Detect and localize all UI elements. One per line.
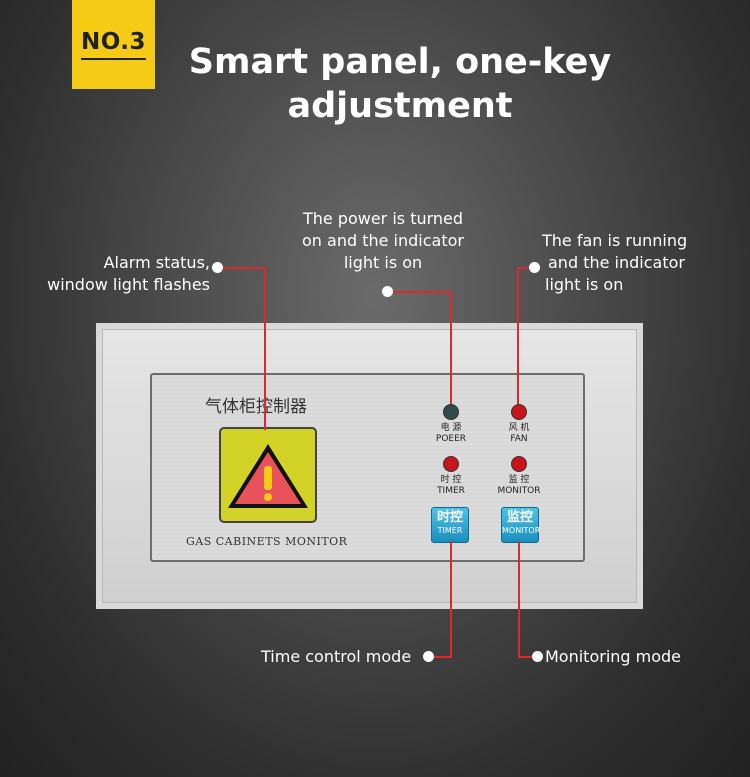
timer-led-label: 时 控 TIMER (437, 475, 465, 496)
time-callout-dot (423, 651, 434, 662)
fan-leader-h (518, 267, 534, 269)
callout-monitor-mode: Monitoring mode (545, 647, 682, 666)
power-leader-h (387, 291, 451, 293)
monitor-button[interactable]: 监控 MONITOR (501, 507, 540, 543)
callout-fan: The fan is running and the indicator lig… (542, 231, 688, 294)
timer-button[interactable]: 时控 TIMER (431, 507, 469, 543)
fan-callout-dot (529, 262, 540, 273)
number-badge: NO.3 (72, 0, 155, 89)
callout-time-mode: Time control mode (261, 647, 412, 666)
fan-led-label: 风 机 FAN (508, 423, 530, 444)
timer-led (443, 456, 459, 472)
title-line-1: Smart panel, one-key (188, 42, 612, 82)
power-led-label: 电 源 POEER (435, 423, 467, 444)
alarm-leader-h (217, 267, 265, 269)
fan-led (511, 404, 527, 420)
power-callout-dot (382, 286, 393, 297)
monitor-leader-h (518, 656, 538, 658)
timer-leader-v (450, 541, 452, 657)
title-line-2: adjustment (287, 86, 513, 126)
page-title: Smart panel, one-key adjustment (150, 40, 650, 128)
callout-power: The power is turned on and the indicator… (302, 209, 464, 272)
monitor-callout-dot (532, 651, 543, 662)
monitor-leader-v (518, 541, 520, 657)
warning-triangle-icon (228, 444, 308, 508)
panel-label: GAS CABINETS MONITOR (186, 535, 348, 548)
alarm-leader-v (264, 267, 266, 430)
callout-alarm: Alarm status, window light flashes (47, 253, 210, 294)
alarm-callout-dot (212, 262, 223, 273)
badge-text: NO.3 (80, 29, 147, 60)
monitor-led (511, 456, 527, 472)
fan-leader-v (517, 267, 519, 404)
power-leader-v (450, 291, 452, 404)
warning-window (219, 427, 317, 523)
monitor-led-label: 监 控 MONITOR (497, 475, 541, 496)
power-led (443, 404, 459, 420)
timer-leader-h (430, 656, 452, 658)
panel-title: 气体柜控制器 (205, 397, 307, 417)
